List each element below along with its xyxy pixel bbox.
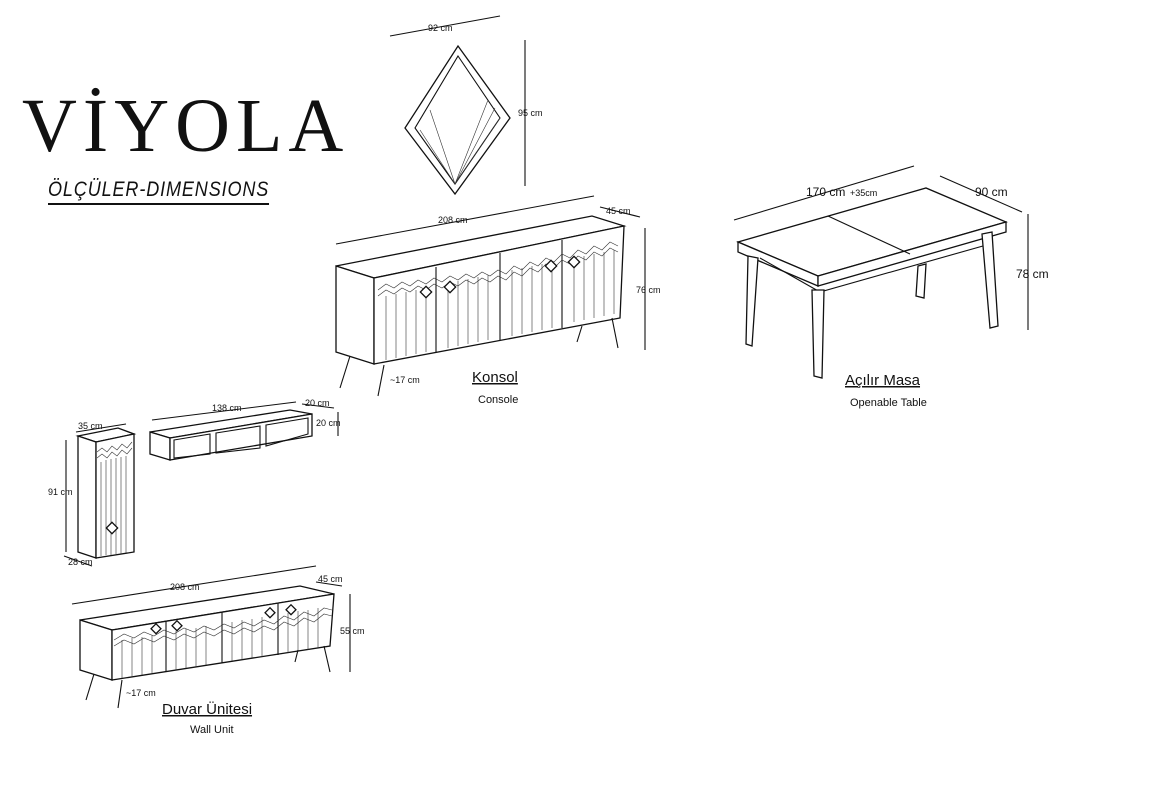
cabinet-drawing: 35 cm 91 cm 28 cm — [48, 421, 137, 567]
wall-unit-name: Duvar Ünitesi — [162, 700, 252, 718]
shelf-depth-label: 20 cm — [305, 398, 330, 408]
wall-unit-leg-label: ~17 cm — [126, 688, 156, 698]
wall-unit-drawing: 208 cm 45 cm 55 cm ~17 cm Du — [71, 565, 365, 736]
wall-unit-name-en: Wall Unit — [190, 724, 234, 736]
console-width-label: 208 cm — [438, 215, 468, 225]
console-name-en: Console — [478, 394, 518, 406]
table-extension-label: +35cm — [850, 188, 877, 198]
console-leg-label: ~17 cm — [390, 375, 420, 385]
table-name: Açılır Masa — [845, 372, 921, 389]
wall-unit-height-label: 55 cm — [340, 626, 365, 636]
mirror-drawing: 92 cm 95 cm — [389, 15, 543, 196]
table-drawing: 170 cm +35cm 90 cm 78 cm Açılır Masa Ope… — [733, 165, 1049, 409]
brand-title: VİYOLA — [22, 84, 350, 168]
table-name-en: Openable Table — [850, 397, 927, 409]
cabinet-width-label: 35 cm — [78, 421, 103, 431]
console-drawing: 208 cm 45 cm 76 cm — [335, 195, 661, 406]
table-length-label: 170 cm — [806, 185, 845, 199]
brand-subtitle: ÖLÇÜLER-DIMENSIONS — [48, 178, 270, 205]
wall-unit-depth-label: 45 cm — [318, 574, 343, 584]
shelf-drawing: 138 cm 20 cm 20 cm — [149, 398, 341, 461]
table-height-label: 78 cm — [1016, 267, 1049, 281]
cabinet-height-label: 91 cm — [48, 487, 73, 497]
console-depth-label: 45 cm — [606, 206, 631, 216]
console-height-label: 76 cm — [636, 285, 661, 295]
mirror-width-label: 92 cm — [428, 23, 453, 33]
shelf-width-label: 138 cm — [212, 403, 242, 413]
cabinet-depth-label: 28 cm — [68, 557, 93, 567]
wall-unit-width-label: 208 cm — [170, 582, 200, 592]
mirror-height-label: 95 cm — [518, 108, 543, 118]
shelf-height-label: 20 cm — [316, 418, 341, 428]
console-name: Konsol — [472, 369, 518, 386]
table-width-label: 90 cm — [975, 185, 1008, 199]
